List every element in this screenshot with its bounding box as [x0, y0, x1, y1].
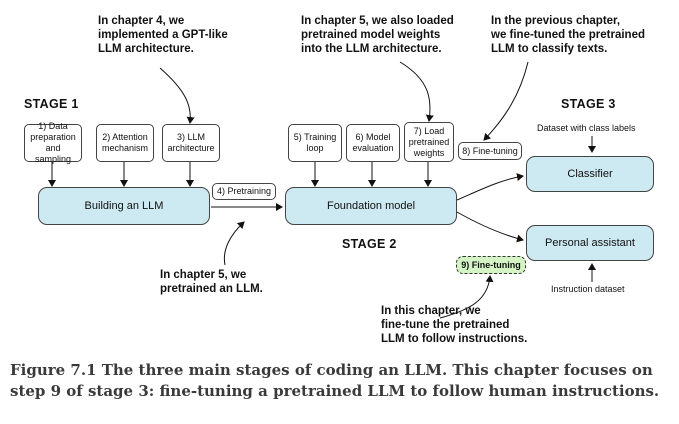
- arrow-chapter5-weights: [399, 61, 434, 122]
- step8-fine-tuning: 8) Fine-tuning: [458, 142, 522, 160]
- step7-load-weights: 7) Load pretrained weights: [404, 122, 454, 162]
- stage3-label: STAGE 3: [561, 97, 616, 111]
- arrow-this-chapter: [439, 275, 494, 319]
- arrow-chapter5-pretrained: [223, 221, 245, 266]
- step6-model-evaluation: 6) Model evaluation: [346, 124, 400, 162]
- step2-attention: 2) Attention mechanism: [96, 124, 154, 162]
- arrow-chapter4: [159, 67, 195, 124]
- personal-assistant-box: Personal assistant: [526, 225, 654, 261]
- step3-llm-architecture: 3) LLM architecture: [162, 124, 220, 162]
- llm-stages-diagram: In chapter 4, we implemented a GPT-like …: [24, 15, 654, 345]
- annotation-this-chapter: In this chapter, we fine-tune the pretra…: [381, 305, 528, 345]
- classifier-box: Classifier: [526, 156, 654, 192]
- step9-fine-tuning: 9) Fine-tuning: [456, 256, 526, 274]
- arrow-foundation-to-assistant: [456, 211, 524, 243]
- annotation-chapter4: In chapter 4, we implemented a GPT-like …: [98, 15, 228, 55]
- annotation-previous-chapter: In the previous chapter, we fine-tuned t…: [491, 15, 645, 55]
- arrows-layer: [48, 61, 596, 319]
- annotation-chapter5-weights: In chapter 5, we also loaded pretrained …: [301, 15, 454, 55]
- building-an-llm-box: Building an LLM: [38, 187, 210, 225]
- stage1-label: STAGE 1: [24, 97, 79, 111]
- foundation-model-box: Foundation model: [285, 187, 457, 225]
- step1-data-preparation: 1) Data preparation and sampling: [24, 121, 82, 164]
- figure-caption: Figure 7.1 The three main stages of codi…: [10, 361, 660, 400]
- class-dataset-label: Dataset with class labels: [537, 123, 636, 133]
- annotation-chapter5-pretrained: In chapter 5, we pretrained an LLM.: [160, 269, 263, 295]
- step5-training-loop: 5) Training loop: [288, 124, 342, 162]
- arrow-foundation-to-classifier: [456, 173, 524, 201]
- instruction-dataset-label: Instruction dataset: [551, 284, 625, 294]
- step4-pretraining: 4) Pretraining: [212, 183, 276, 200]
- stage2-label: STAGE 2: [342, 237, 397, 251]
- arrow-previous-chapter: [483, 61, 529, 141]
